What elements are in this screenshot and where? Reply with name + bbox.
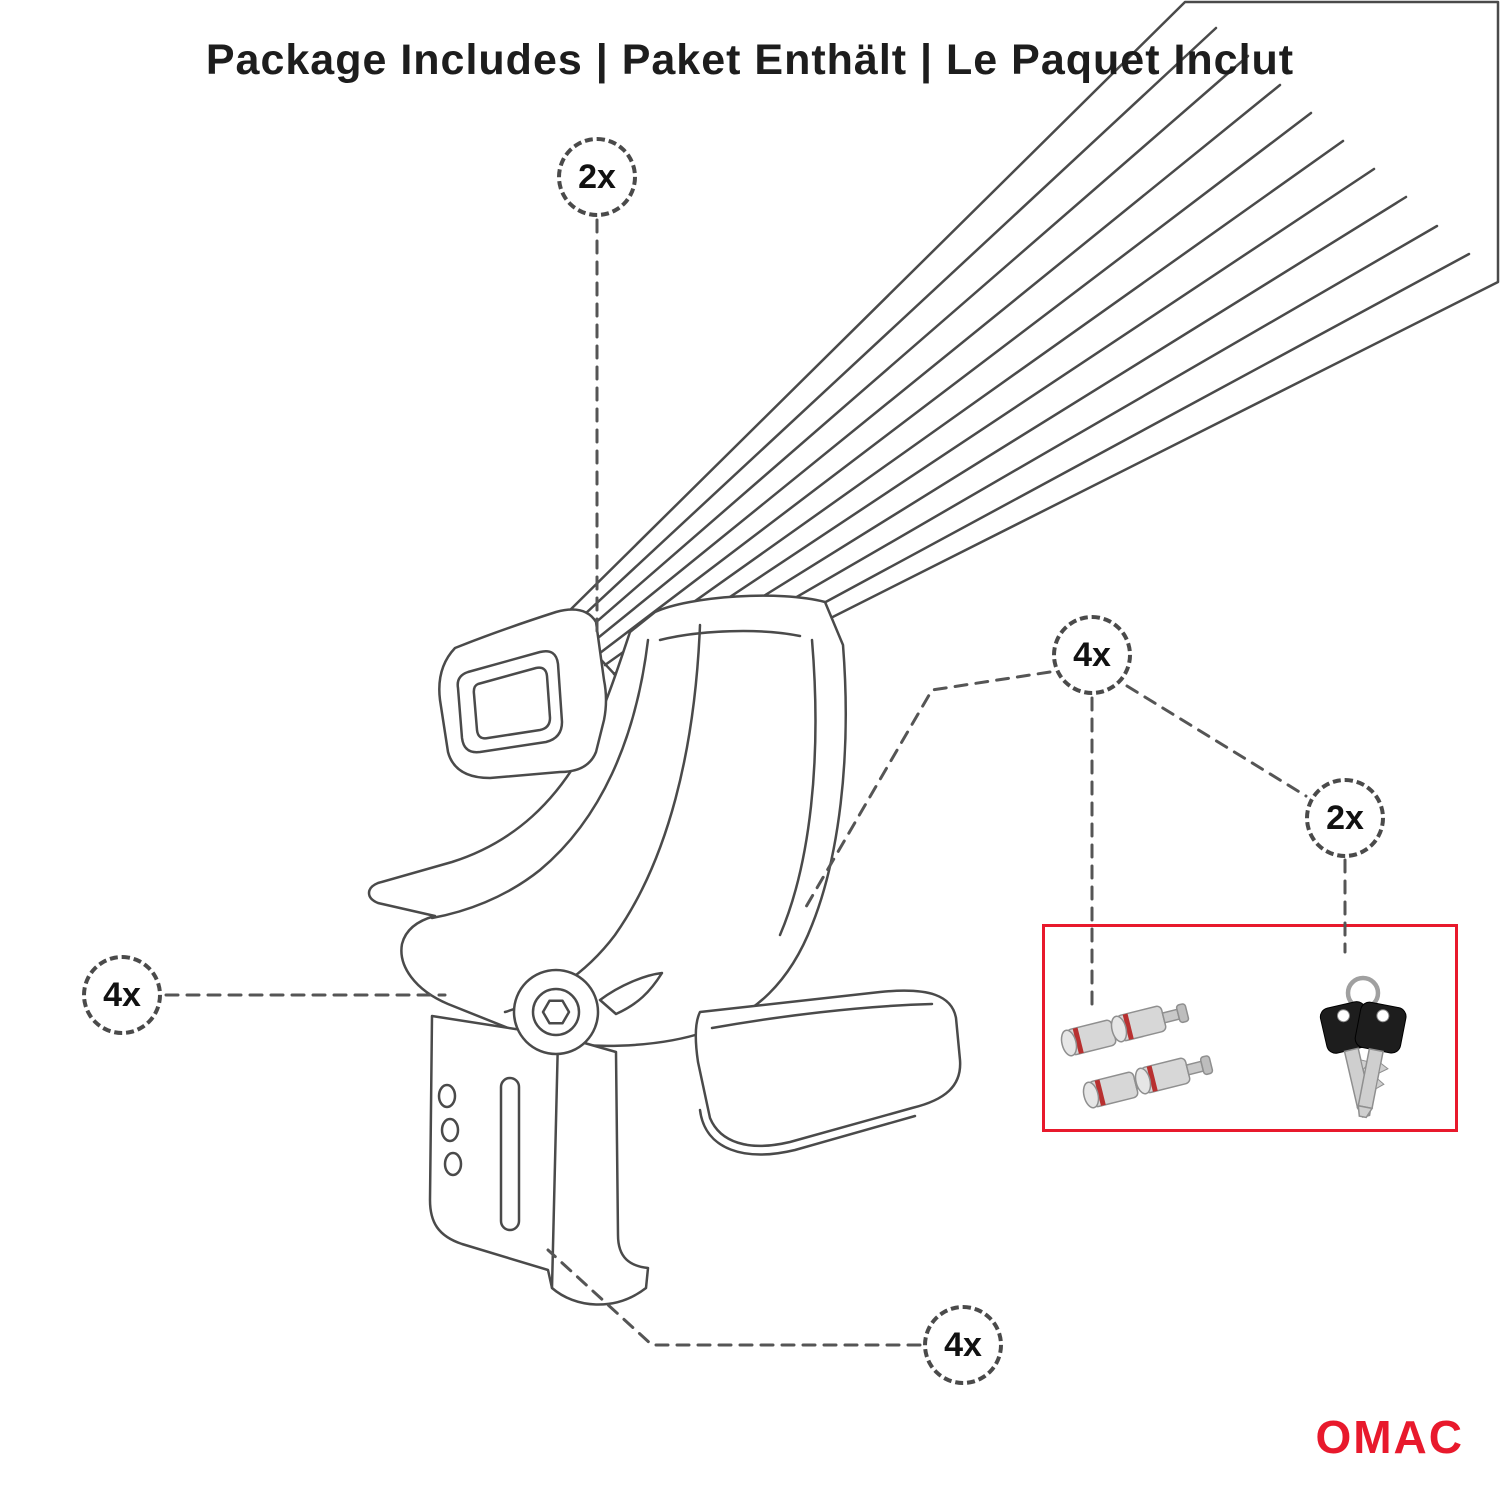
lock-cylinders-image: [1053, 1003, 1268, 1133]
callout-foot-label: 4x: [103, 975, 141, 1014]
leader-line-clamp: [546, 1248, 922, 1347]
callout-locks-qty: 4x: [1052, 615, 1132, 695]
callout-clamp-qty: 4x: [923, 1305, 1003, 1385]
hardware-box: [1042, 924, 1458, 1132]
callout-locks-label: 4x: [1073, 635, 1111, 674]
callout-foot-qty: 4x: [82, 955, 162, 1035]
leader-line-locks-to-keys: [1125, 684, 1308, 798]
page-title: Package Includes | Paket Enthält | Le Pa…: [205, 36, 1295, 84]
brand-logo: OMAC: [1315, 1411, 1464, 1463]
crossbar-drawing: [560, 0, 1500, 712]
end-cap-drawing: [438, 608, 608, 780]
callout-crossbar-label: 2x: [578, 157, 616, 196]
keys-image: [1283, 973, 1443, 1133]
clamp-strap-drawing: [428, 1014, 650, 1306]
callout-keys-qty: 2x: [1305, 778, 1385, 858]
callout-clamp-label: 4x: [944, 1325, 982, 1364]
callout-crossbar-qty: 2x: [557, 137, 637, 217]
base-pad-drawing: [694, 989, 962, 1156]
fixing-bolt-drawing: [512, 968, 600, 1056]
callout-keys-label: 2x: [1326, 798, 1364, 837]
